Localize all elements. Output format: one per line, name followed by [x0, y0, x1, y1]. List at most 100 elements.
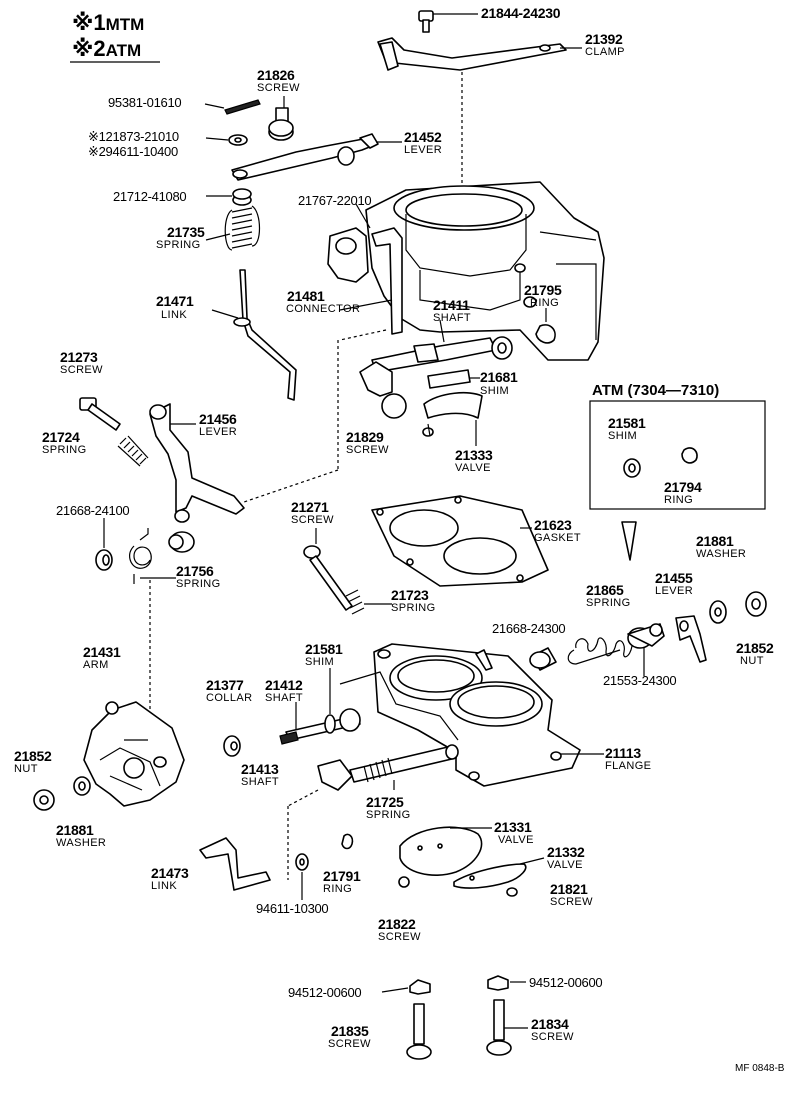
arm-21431	[83, 701, 185, 807]
name-21273: SCREW	[60, 364, 103, 376]
shaft-21412	[279, 708, 361, 745]
name-21331: VALVE	[498, 834, 534, 846]
shim-21681	[427, 369, 471, 389]
legend-atm-text: ATM	[105, 41, 142, 60]
label-21553: 21553-24300	[603, 673, 677, 688]
washer-94512a	[409, 979, 431, 995]
lever-21452	[231, 133, 379, 181]
label-21331: 21331	[494, 819, 532, 835]
label-21735: 21735	[167, 224, 205, 240]
label-21881-b: 21881	[56, 822, 94, 838]
shaft-21411	[359, 337, 497, 419]
label-21794: 21794	[664, 479, 702, 495]
label-121873: ※121873-21010	[88, 129, 179, 144]
clamp-21392	[377, 37, 567, 71]
name-21826: SCREW	[257, 82, 300, 94]
name-21113: FLANGE	[605, 760, 652, 772]
name-21881-b: WASHER	[56, 837, 107, 849]
legend-atm-mark: ※2	[72, 36, 106, 61]
label-21456: 21456	[199, 411, 237, 427]
name-21377: COLLAR	[206, 692, 253, 704]
name-21681: SHIM	[480, 385, 510, 397]
label-21844: 21844-24230	[481, 5, 561, 21]
spring-21725	[363, 757, 393, 783]
screw-21826	[268, 107, 294, 141]
link-21471	[233, 269, 297, 401]
ring-21794	[681, 447, 698, 464]
name-21452: LEVER	[404, 144, 443, 156]
flange-21113	[339, 643, 581, 787]
valve-21331	[399, 826, 483, 876]
label-21333: 21333	[455, 447, 493, 463]
name-21332: VALVE	[547, 859, 583, 871]
label-94611-10400: ※294611-10400	[88, 144, 178, 159]
name-21333: VALVE	[455, 462, 491, 474]
name-21834: SCREW	[531, 1031, 574, 1043]
label-21852-a: 21852	[736, 640, 774, 656]
name-21581-atm: SHIM	[608, 430, 638, 442]
screw-21835	[406, 1003, 432, 1060]
label-21581-b: 21581	[305, 641, 343, 657]
label-21834: 21834	[531, 1016, 569, 1032]
arrow-down	[621, 521, 637, 561]
spring-21723	[345, 589, 365, 615]
washer-21881b	[73, 776, 91, 796]
collar-21756	[168, 531, 195, 553]
atm-box-title: ATM (7304—7310)	[592, 382, 720, 399]
gasket-21623	[371, 495, 549, 587]
name-21821: SCREW	[550, 896, 593, 908]
name-21724: SPRING	[42, 444, 87, 456]
label-21452: 21452	[404, 129, 442, 145]
washer-21411	[491, 336, 513, 360]
carburetor-body	[365, 181, 605, 361]
name-21852-a: NUT	[740, 655, 764, 667]
legend-mtm-mark: ※1	[72, 10, 106, 35]
washer-21881a	[709, 600, 727, 624]
shaft-21413	[317, 744, 459, 791]
label-94512-b: 94512-00600	[529, 975, 603, 990]
label-21411: 21411	[433, 297, 470, 313]
label-21865: 21865	[586, 582, 624, 598]
name-21794: RING	[664, 494, 694, 506]
nut-21712	[232, 188, 252, 206]
spring-21735	[224, 205, 261, 251]
label-21725: 21725	[366, 794, 404, 810]
name-21392: CLAMP	[585, 46, 625, 58]
name-21473: LINK	[151, 880, 178, 892]
label-21113: 21113	[605, 745, 641, 761]
label-21668-24100: 21668-24100	[56, 503, 130, 518]
label-21826: 21826	[257, 67, 295, 83]
name-21725: SPRING	[366, 809, 411, 821]
name-21431: ARM	[83, 659, 109, 671]
label-95381: 95381-01610	[108, 95, 182, 110]
label-94512-a: 94512-00600	[288, 985, 362, 1000]
label-21756: 21756	[176, 563, 214, 579]
label-21392: 21392	[585, 31, 623, 47]
label-21581-atm: 21581	[608, 415, 646, 431]
spring-21756	[129, 528, 152, 584]
washer-94611	[295, 853, 309, 871]
label-21681: 21681	[480, 369, 518, 385]
screw-21271	[303, 545, 353, 611]
valve-21332	[453, 863, 527, 889]
name-21795: RING	[530, 297, 560, 309]
label-21767: 21767-22010	[298, 193, 372, 208]
legend-mtm-text: MTM	[105, 15, 145, 34]
label-21473: 21473	[151, 865, 189, 881]
legend-mtm: ※1MTM	[72, 12, 144, 34]
label-21723: 21723	[391, 587, 429, 603]
washer-121873	[228, 134, 248, 146]
label-21412: 21412	[265, 677, 303, 693]
bolt-21844	[418, 10, 434, 33]
lever-21456	[149, 403, 245, 523]
legend-atm: ※2ATM	[72, 38, 141, 60]
name-21756: SPRING	[176, 578, 221, 590]
label-21273: 21273	[60, 349, 98, 365]
valve-21333	[423, 391, 483, 419]
name-21723: SPRING	[391, 602, 436, 614]
name-21411: SHAFT	[433, 312, 472, 324]
label-21852-b: 21852	[14, 748, 52, 764]
label-21623: 21623	[534, 517, 572, 533]
spring-21865	[567, 637, 633, 665]
spring-21724	[117, 435, 149, 467]
